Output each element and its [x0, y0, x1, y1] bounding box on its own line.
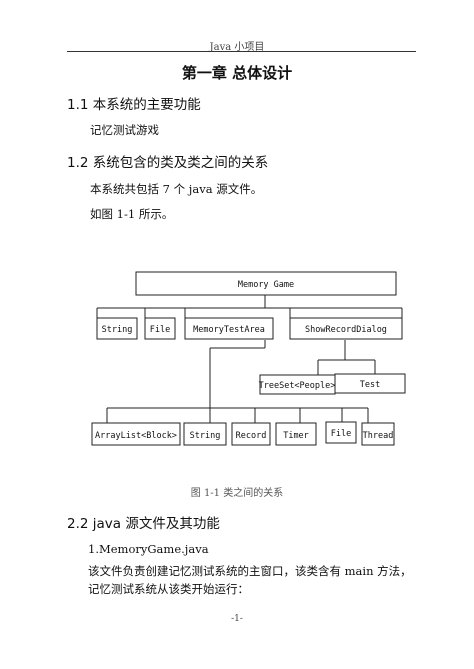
- diagram-node-file-label: File: [150, 325, 170, 335]
- diagram-node-timer-label: Timer: [283, 431, 309, 441]
- diagram-node-arraylist-label: ArrayList<Block>: [95, 431, 177, 441]
- diagram-node-string: [96, 317, 138, 340]
- chapter-title: 第一章 总体设计: [181, 64, 293, 82]
- section-1-2-text-1: 本系统共包括 7 个 java 源文件。: [90, 182, 263, 196]
- section-2-2-item-1-description: 该文件负责创建记忆测试系统的主窗口，该类含有 main 方法，记忆测试系统从该类…: [88, 564, 412, 596]
- diagram-node-record-label: Record: [236, 431, 267, 441]
- section-2-2-item-1: 1.MemoryGame.java: [88, 542, 209, 556]
- section-1-2-heading: 1.2 系统包含的类及类之间的关系: [67, 155, 269, 171]
- diagram-node-arraylist: [91, 422, 181, 446]
- diagram-node-thread-label: Thread: [363, 431, 394, 441]
- section-2-2-heading: 2.2 java 源文件及其功能: [67, 516, 220, 532]
- diagram-node-test: [334, 373, 406, 394]
- diagram-node-string-2: [183, 422, 227, 446]
- diagram-node-showrecorddialog: [289, 317, 403, 340]
- diagram-node-showrecorddialog-label: ShowRecordDialog: [305, 325, 387, 335]
- diagram-node-file-2-label: File: [331, 429, 351, 439]
- diagram-node-file-2: [325, 421, 357, 444]
- page-number: -1-: [231, 614, 243, 624]
- figure-caption: 图 1-1 类之间的关系: [190, 488, 284, 499]
- diagram-node-thread: [361, 422, 395, 446]
- diagram-node-root-label: Memory Game: [238, 280, 294, 290]
- diagram-node-record: [231, 422, 271, 446]
- diagram-node-string-label: String: [102, 325, 133, 335]
- diagram-node-treeset-label: TreeSet<People>: [259, 381, 336, 391]
- diagram-node-file: [144, 317, 176, 340]
- running-header: Java 小项目: [209, 42, 265, 53]
- diagram-node-string-2-label: String: [190, 431, 221, 441]
- header-rule: [67, 51, 416, 52]
- diagram-node-test-label: Test: [360, 380, 380, 390]
- diagram-node-memorytestarea-label: MemoryTestArea: [193, 325, 265, 335]
- section-1-1-heading: 1.1 本系统的主要功能: [67, 97, 201, 113]
- diagram-node-memorytestarea: [184, 317, 274, 340]
- section-1-2-text-2: 如图 1-1 所示。: [90, 207, 174, 221]
- diagram-node-root: [135, 271, 397, 296]
- diagram-node-timer: [275, 422, 317, 446]
- section-1-1-text: 记忆测试游戏: [90, 123, 159, 137]
